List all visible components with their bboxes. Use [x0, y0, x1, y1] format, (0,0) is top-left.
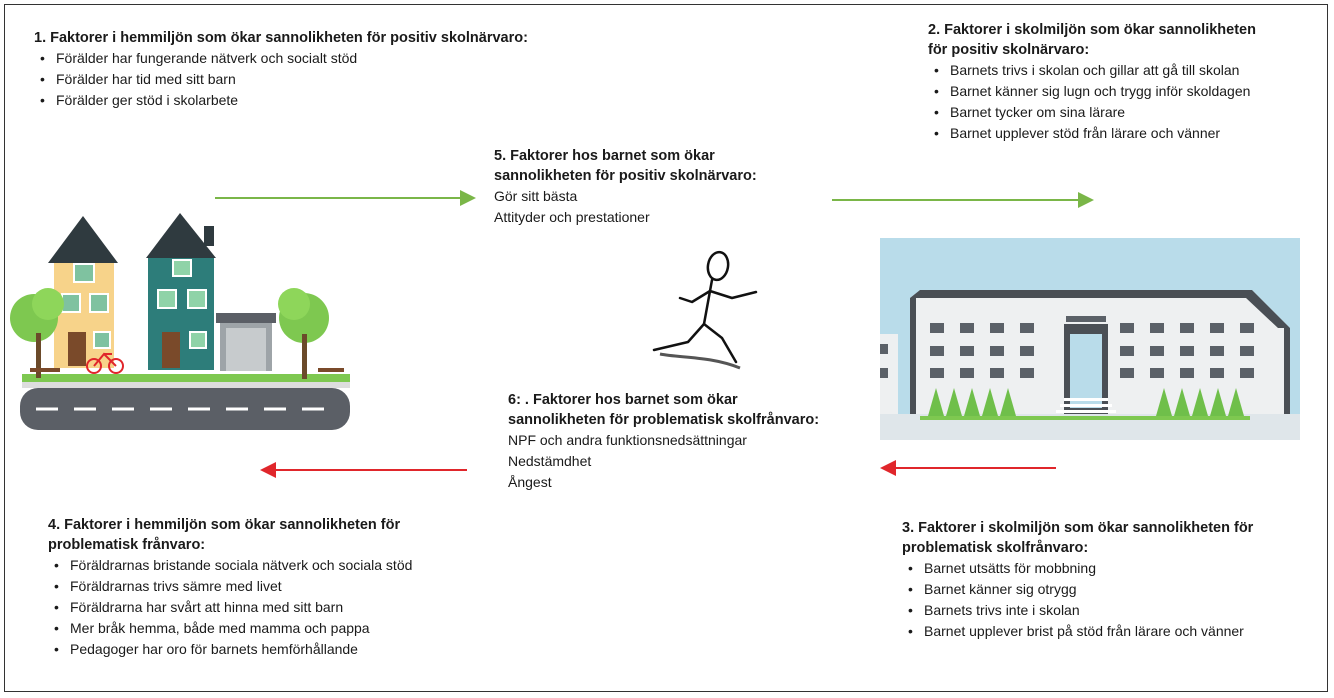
list-item: Föräldrarna har svårt att hinna med sitt… [48, 597, 508, 618]
school-positive-factors: 2. Faktorer i skolmiljön som ökar sannol… [928, 20, 1328, 144]
list-item: Barnet tycker om sina lärare [928, 102, 1328, 123]
school-problem-factors: 3. Faktorer i skolmiljön som ökar sannol… [902, 518, 1322, 642]
list-item: Förälder har tid med sitt barn [34, 69, 614, 90]
list-item: Förälder ger stöd i skolarbete [34, 90, 614, 111]
list-item: Barnets trivs inte i skolan [902, 600, 1322, 621]
child-problem-item: Nedstämdhet [508, 453, 592, 469]
child-positive-title-2: sannolikheten för positiv skolnärvaro: [494, 168, 757, 184]
list-item: Barnet upplever stöd från lärare och vän… [928, 123, 1328, 144]
diagram-frame [4, 4, 1328, 692]
list-item: Mer bråk hemma, både med mamma och pappa [48, 618, 508, 639]
home-positive-factors: 1. Faktorer i hemmiljön som ökar sannoli… [34, 28, 614, 111]
child-problem-factors: 6: . Faktorer hos barnet som ökar sannol… [508, 390, 868, 493]
list-item: Föräldrarnas trivs sämre med livet [48, 576, 508, 597]
list-item: Barnet utsätts för mobbning [902, 558, 1322, 579]
home-positive-title: 1. Faktorer i hemmiljön som ökar sannoli… [34, 30, 528, 46]
list-item: Barnets trivs i skolan och gillar att gå… [928, 60, 1328, 81]
school-positive-title-2: för positiv skolnärvaro: [928, 42, 1090, 58]
child-problem-title-1: 6: . Faktorer hos barnet som ökar [508, 392, 738, 408]
home-problem-title-2: problematisk frånvaro: [48, 537, 206, 553]
school-problem-title-2: problematisk skolfrånvaro: [902, 540, 1089, 556]
child-positive-title-1: 5. Faktorer hos barnet som ökar [494, 148, 715, 164]
list-item: Förälder har fungerande nätverk och soci… [34, 48, 614, 69]
list-item: Pedagoger har oro för barnets hemförhåll… [48, 639, 508, 660]
home-problem-factors: 4. Faktorer i hemmiljön som ökar sannoli… [48, 515, 508, 660]
list-item: Barnet känner sig otrygg [902, 579, 1322, 600]
list-item: Barnet känner sig lugn och trygg inför s… [928, 81, 1328, 102]
list-item: Barnet upplever brist på stöd från lärar… [902, 621, 1322, 642]
school-problem-title-1: 3. Faktorer i skolmiljön som ökar sannol… [902, 520, 1254, 536]
child-positive-item: Gör sitt bästa [494, 188, 578, 204]
child-problem-item: Ångest [508, 474, 552, 490]
home-problem-title-1: 4. Faktorer i hemmiljön som ökar sannoli… [48, 517, 401, 533]
child-positive-item: Attityder och prestationer [494, 209, 650, 225]
school-building-illustration [880, 238, 1300, 440]
school-positive-title-1: 2. Faktorer i skolmiljön som ökar sannol… [928, 22, 1256, 38]
child-problem-title-2: sannolikheten för problematisk skolfrånv… [508, 412, 820, 428]
running-figure [652, 250, 758, 370]
child-problem-item: NPF och andra funktionsnedsättningar [508, 432, 747, 448]
list-item: Föräldrarnas bristande sociala nätverk o… [48, 555, 508, 576]
houses-illustration [10, 213, 350, 430]
child-positive-factors: 5. Faktorer hos barnet som ökar sannolik… [494, 146, 814, 228]
